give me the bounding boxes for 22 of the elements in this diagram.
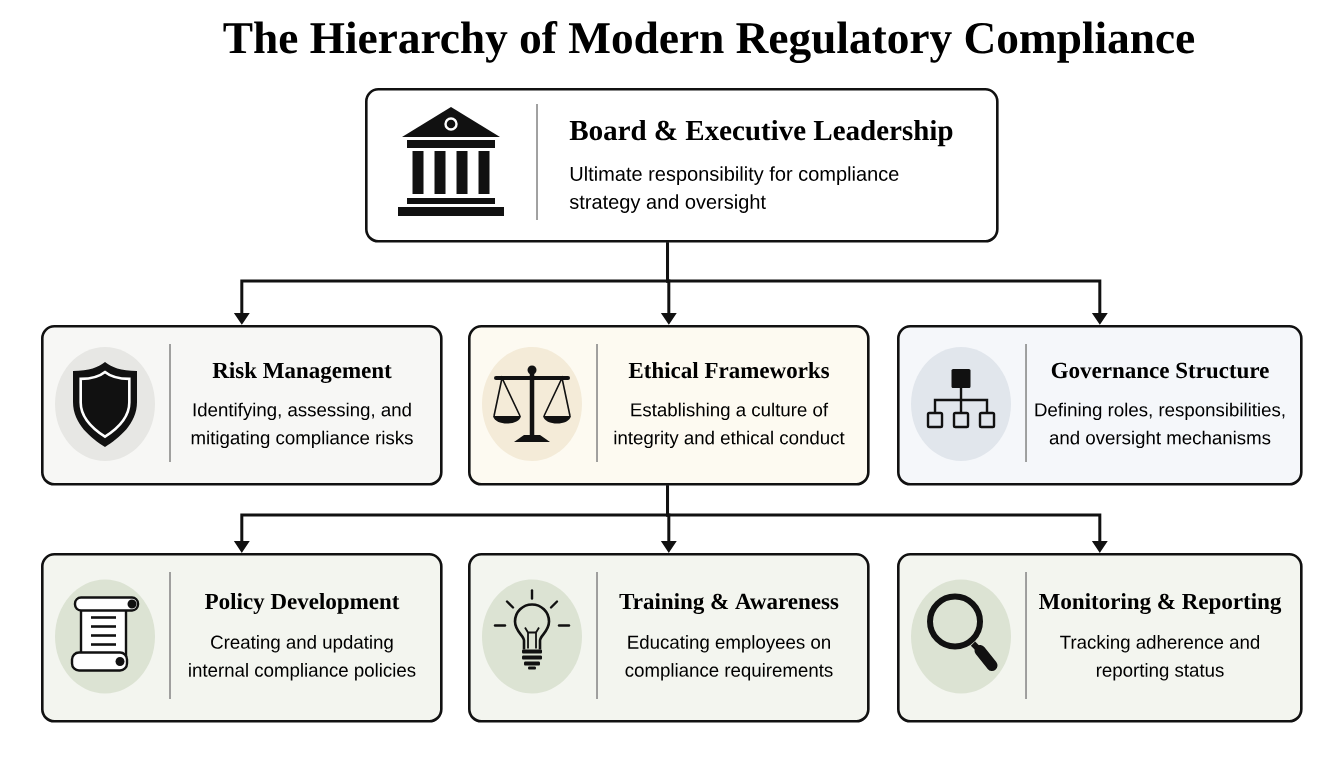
card (41, 553, 443, 723)
card-heading: Policy Development (205, 593, 400, 614)
card-heading: Ethical Frameworks (628, 362, 830, 379)
card (41, 325, 443, 486)
card-heading: Monitoring & Reporting (1039, 593, 1282, 615)
card-heading: Risk Management (212, 362, 392, 383)
card (468, 325, 870, 486)
card-heading: Board & Executive Leadership (569, 119, 953, 147)
card-description: Tracking adherence and reporting status (1060, 635, 1260, 681)
card-heading: Training & Awareness (619, 593, 839, 615)
card-heading: Governance Structure (1051, 362, 1269, 379)
card-description: Ultimate responsibility for compliance strategy and oversight (569, 166, 899, 213)
card (897, 325, 1303, 486)
card-description: Creating and updating internal compliance policies (189, 635, 416, 681)
card-description: Establishing a culture of integrity and ethical conduct (614, 402, 845, 449)
card-description: Identifying, assessing, and mitigating compliance risks (191, 402, 413, 449)
card (897, 553, 1303, 723)
card (365, 88, 999, 243)
card-description: Defining roles, responsibilities, and oversight mechanisms (1035, 402, 1285, 449)
title: The Hierarchy of Modern Regulatory Compliance (223, 21, 1195, 63)
card-description: Educating employees on compliance requirements (625, 635, 833, 681)
card (468, 553, 870, 723)
